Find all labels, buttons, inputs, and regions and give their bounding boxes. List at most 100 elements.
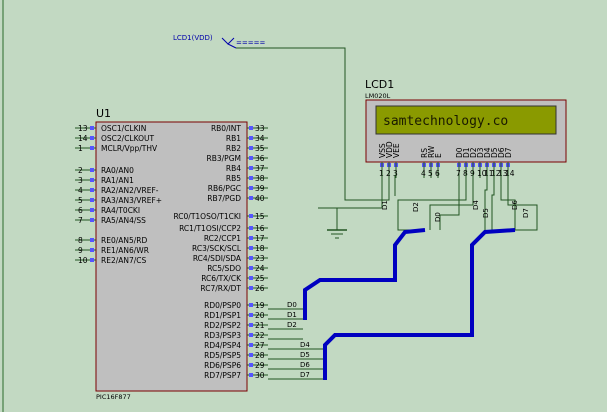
- lcd-pin-number: 14: [505, 169, 515, 178]
- mcu-pin-name: RB1: [226, 134, 241, 143]
- mcu-pin-marker: [90, 188, 94, 192]
- lcd-pin-number: 4: [421, 169, 426, 178]
- mcu-pin-number: 20: [255, 311, 265, 320]
- ground-symbol: [318, 175, 383, 239]
- lcd-pin-name: E: [434, 153, 443, 158]
- mcu-pin-marker: [249, 373, 253, 377]
- lcd-ref: LCD1: [365, 78, 394, 91]
- lcd-pin-name: VDD: [385, 141, 394, 158]
- mcu-pin-marker: [249, 126, 253, 130]
- mcu-pin-number: 39: [255, 184, 265, 193]
- lcd-pin-name: VEE: [392, 143, 401, 158]
- mcu-pin-marker: [249, 214, 253, 218]
- lcd-net-label: D0: [434, 212, 442, 222]
- mcu-pin-number: 10: [78, 256, 88, 265]
- mcu-pin-number: 9: [78, 246, 83, 255]
- lcd-pin-name: VSS: [378, 143, 387, 158]
- mcu-pin-marker: [90, 208, 94, 212]
- mcu-net-label: D2: [287, 321, 297, 329]
- mcu-pin-name: RA0/AN0: [101, 166, 134, 175]
- lcd-pin-name: RW: [427, 145, 436, 158]
- mcu-pin-name: RB5: [226, 174, 241, 183]
- mcu-pin-name: RC4/SDI/SDA: [193, 254, 242, 263]
- mcu-pin-name: RA3/AN3/VREF+: [101, 196, 162, 205]
- lcd-pin-number: 10: [477, 169, 487, 178]
- power-arrow-icon: [221, 37, 235, 45]
- mcu-pin-number: 1: [78, 144, 83, 153]
- mcu-pin-marker: [90, 218, 94, 222]
- power-terminal[interactable]: LCD1(VDD) =====: [173, 34, 265, 49]
- lcd-net-wire: [397, 175, 467, 231]
- mcu-pin-number: 14: [78, 134, 88, 143]
- mcu-pin-marker: [249, 196, 253, 200]
- mcu-net-label: D7: [300, 371, 310, 379]
- mcu-pin-marker: [249, 256, 253, 260]
- mcu-pin-name: RC6/TX/CK: [201, 274, 242, 283]
- lcd-pin-name: D1: [462, 147, 471, 158]
- mcu-pin-number: 40: [255, 194, 265, 203]
- mcu-pin-name: RD7/PSP7: [204, 371, 241, 380]
- mcu-pin-name: RB6/PGC: [208, 184, 241, 193]
- mcu-pin-number: 17: [255, 234, 265, 243]
- mcu-pin-name: RA4/T0CKI: [101, 206, 140, 215]
- mcu-pin-marker: [249, 146, 253, 150]
- lcd-model: LM020L: [365, 92, 391, 100]
- mcu-pin-marker: [249, 276, 253, 280]
- mcu-ref: U1: [96, 107, 111, 120]
- mcu-pin-number: 25: [255, 274, 265, 283]
- lcd-net-label: D7: [522, 208, 530, 218]
- mcu-pin-marker: [249, 313, 253, 317]
- mcu-pin-marker: [90, 238, 94, 242]
- mcu-pin-name: OSC2/CLKOUT: [101, 134, 155, 143]
- mcu-pin-marker: [249, 176, 253, 180]
- lcd-pin-number: 12: [491, 169, 501, 178]
- mcu-pin-number: 22: [255, 331, 265, 340]
- lcd-screen: [375, 105, 557, 135]
- mcu-net-label: D6: [300, 361, 310, 369]
- mcu-pin-number: 18: [255, 244, 265, 253]
- lcd-net-label: D4: [472, 200, 480, 210]
- lcd-pin-number: 8: [463, 169, 468, 178]
- mcu-pin-name: RD0/PSP0: [204, 301, 241, 310]
- mcu-pin-name: RB3/PGM: [207, 154, 241, 163]
- mcu-pin-name: RD6/PSP6: [204, 361, 241, 370]
- mcu-pin-name: RC3/SCK/SCL: [192, 244, 242, 253]
- mcu-pin-name: OSC1/CLKIN: [101, 124, 146, 133]
- lcd-module[interactable]: LCD1 LM020L samtechnology.co VSS1VDD2VEE…: [365, 78, 567, 178]
- mcu-pin-number: 15: [255, 212, 265, 221]
- mcu-pin-marker: [249, 186, 253, 190]
- mcu-pin-name: RB4: [226, 164, 241, 173]
- lcd-pin-number: 7: [456, 169, 461, 178]
- mcu-pin-name: RB2: [226, 144, 241, 153]
- lcd-pin-number: 9: [470, 169, 475, 178]
- mcu-pin-marker: [249, 156, 253, 160]
- mcu-pin-marker: [249, 236, 253, 240]
- mcu-pin-number: 19: [255, 301, 265, 310]
- mcu-pin-marker: [249, 136, 253, 140]
- mcu-body: [95, 121, 248, 392]
- mcu-pin-name: RB0/INT: [211, 124, 241, 133]
- mcu-net-label: D4: [300, 341, 310, 349]
- mcu-pin-number: 2: [78, 166, 83, 175]
- lcd-net-wire: [491, 175, 495, 230]
- mcu-net-label: D1: [287, 311, 297, 319]
- mcu-pin-name: RC0/T1OSO/T1CKI: [173, 212, 241, 221]
- power-dash: =====: [236, 39, 265, 47]
- mcu-pin-name: RA5/AN4/SS: [101, 216, 146, 225]
- lcd-pin-number: 2: [386, 169, 391, 178]
- mcu-pin-marker: [249, 323, 253, 327]
- lcd-pin-name: D5: [490, 147, 499, 158]
- mcu-pin-name: RD1/PSP1: [204, 311, 241, 320]
- lcd-pin-name: D0: [455, 147, 464, 158]
- mcu-model: PIC16F877: [96, 393, 131, 401]
- lcd-net-wire: [429, 175, 474, 230]
- mcu-pin-marker: [90, 248, 94, 252]
- mcu-pin-number: 3: [78, 176, 83, 185]
- mcu-pin-number: 8: [78, 236, 83, 245]
- mcu-pin-marker: [90, 126, 94, 130]
- mcu-pin-marker: [90, 258, 94, 262]
- mcu-pin-number: 27: [255, 341, 265, 350]
